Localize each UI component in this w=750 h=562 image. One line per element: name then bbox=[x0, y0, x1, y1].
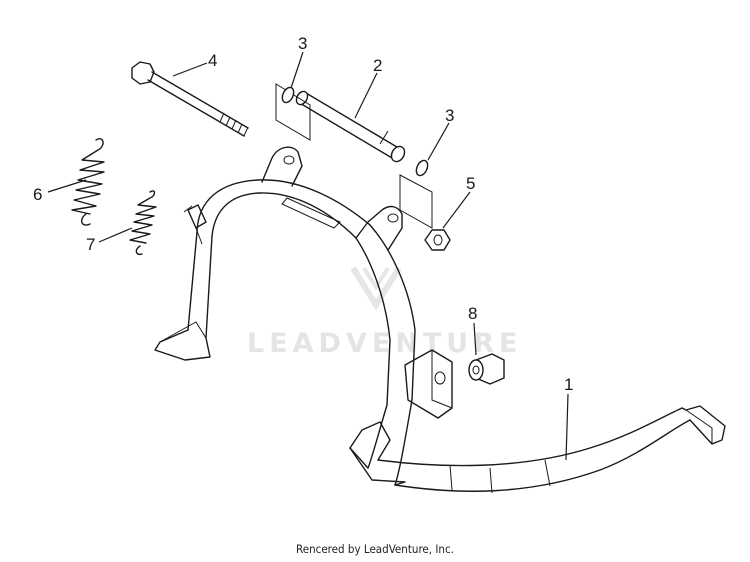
callout-7: 7 bbox=[86, 235, 95, 254]
callout-3-upper: 3 bbox=[298, 34, 307, 53]
part-5-nut bbox=[424, 229, 451, 251]
watermark-text: LEADVENTURE bbox=[247, 328, 522, 359]
part-2-pivot-tube bbox=[295, 90, 406, 163]
part-8-bump-stop bbox=[468, 353, 505, 385]
callout-1: 1 bbox=[564, 375, 573, 394]
part-1-stand-frame bbox=[154, 146, 726, 494]
part-7-spring-small bbox=[129, 190, 157, 256]
callouts: 1 2 3 3 4 5 6 7 8 bbox=[33, 34, 573, 394]
leader-lines bbox=[47, 51, 569, 461]
watermark: LEADVENTURE bbox=[247, 266, 522, 359]
callout-4: 4 bbox=[208, 51, 217, 70]
part-4-bolt bbox=[131, 61, 249, 137]
callout-2: 2 bbox=[373, 56, 382, 75]
callout-5: 5 bbox=[466, 174, 475, 193]
part-6-spring-large bbox=[71, 138, 105, 226]
credit-text: Rencered by LeadVenture, Inc. bbox=[296, 542, 454, 556]
callout-6: 6 bbox=[33, 185, 42, 204]
callout-8: 8 bbox=[468, 304, 477, 323]
callout-3-lower: 3 bbox=[445, 106, 454, 125]
part-3-washer-lower bbox=[399, 159, 433, 229]
part-3-washer-upper bbox=[275, 83, 311, 141]
